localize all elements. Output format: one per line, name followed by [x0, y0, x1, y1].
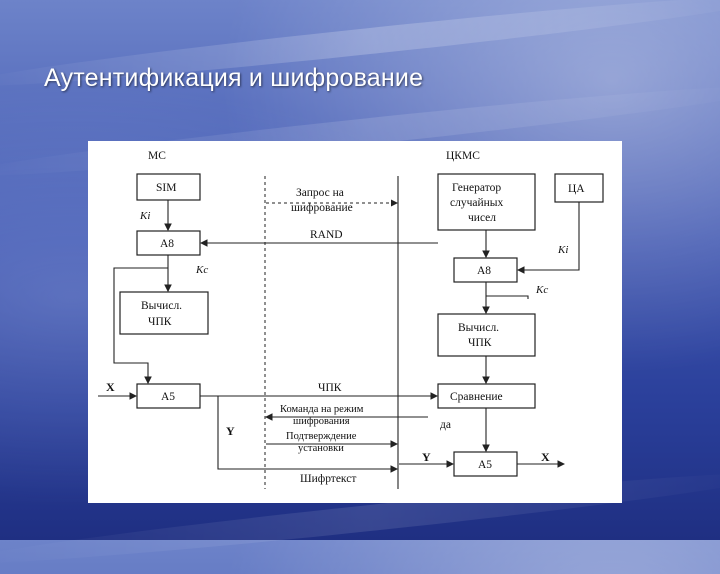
msg-request-2: шифрование [291, 202, 353, 214]
msg-cmd-2: шифрования [293, 416, 350, 427]
msg-confirm-1: Подтверждение [286, 431, 357, 442]
kc-branch-line [486, 296, 528, 299]
generator-label-2: случайных [450, 197, 504, 209]
generator-label-1: Генератор [452, 182, 501, 194]
msg-request-1: Запрос на [296, 187, 344, 199]
calc-right-label-1: Вычисл. [458, 322, 499, 334]
ki-right-label: Ki [557, 244, 568, 256]
generator-label-3: чисел [468, 212, 496, 224]
a5-left-label: А5 [161, 391, 175, 403]
ms-header: МС [148, 150, 166, 162]
calc-right-label-2: ЧПК [468, 337, 492, 349]
a8-left-label: А8 [160, 238, 174, 250]
ckms-header: ЦКМС [446, 150, 480, 162]
ki-left-label: Ki [139, 210, 150, 222]
x-left-label: X [106, 380, 115, 394]
a8-right-label: А8 [477, 265, 491, 277]
x-right-label: X [541, 450, 550, 464]
slide-title: Аутентификация и шифрование [44, 64, 423, 93]
msg-ciphertext: Шифртекст [300, 473, 356, 485]
authentication-diagram: МС ЦКМС SIM А8 Вычисл. ЧПК А5 Генератор … [88, 141, 622, 503]
msg-confirm-2: установки [298, 443, 344, 454]
msg-chpk: ЧПК [318, 382, 342, 394]
a5-right-label: А5 [478, 459, 492, 471]
calc-left-label-2: ЧПК [148, 316, 172, 328]
y-left-label: Y [226, 424, 235, 438]
yes-label: да [440, 419, 451, 431]
y-right-label: Y [422, 450, 431, 464]
calc-right-box [438, 314, 535, 356]
compare-label: Сравнение [450, 391, 503, 403]
msg-cmd-1: Команда на режим [280, 404, 364, 415]
ca-label: ЦА [568, 183, 585, 195]
kc-left-label: Kc [195, 264, 208, 276]
sim-label: SIM [156, 182, 176, 194]
diagram-panel: МС ЦКМС SIM А8 Вычисл. ЧПК А5 Генератор … [88, 141, 622, 503]
calc-left-label-1: Вычисл. [141, 300, 182, 312]
kc-right-label: Kc [535, 284, 548, 296]
msg-rand: RAND [310, 229, 343, 241]
